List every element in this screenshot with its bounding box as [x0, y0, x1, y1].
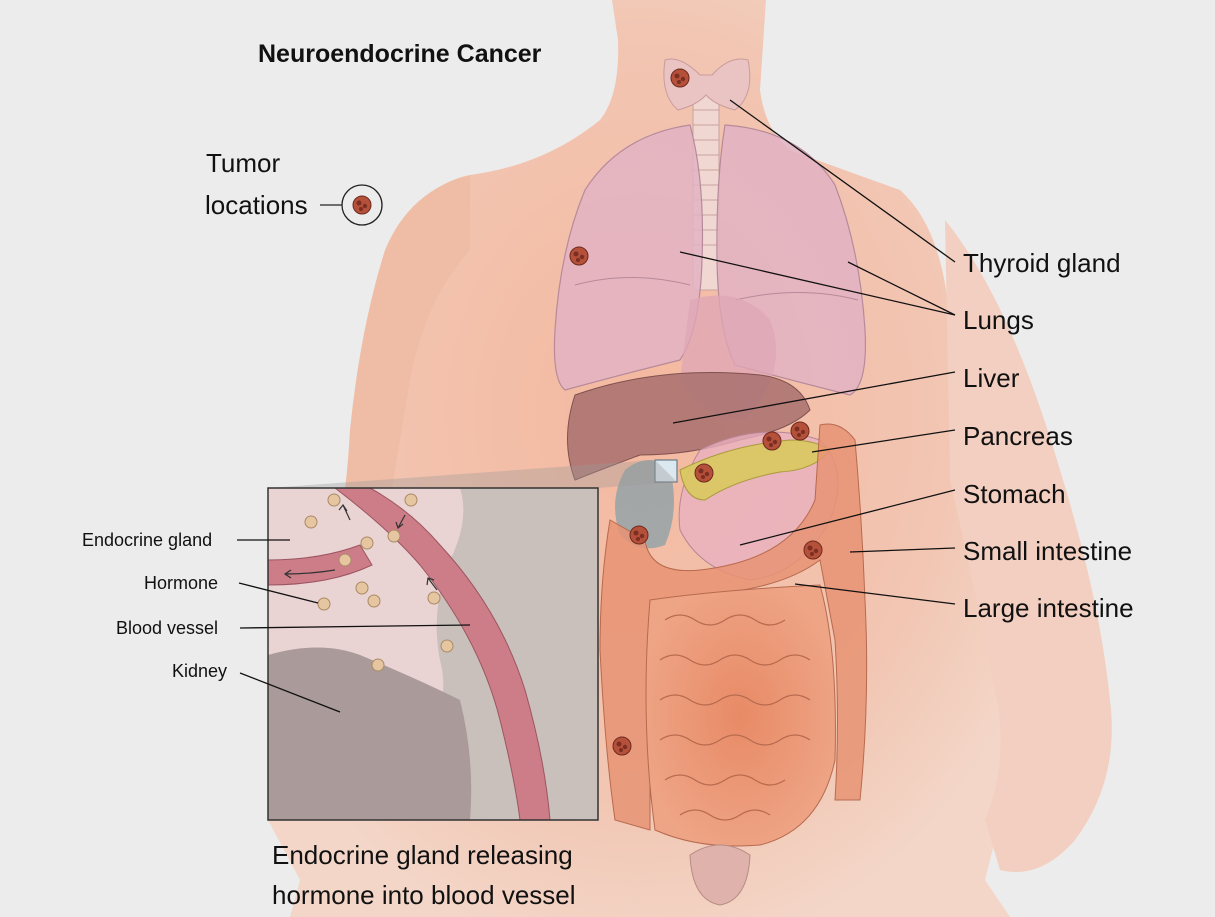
caption-line1: Endocrine gland releasing: [272, 840, 573, 871]
tumor-icon: [671, 69, 689, 87]
label-hormone: Hormone: [144, 574, 218, 592]
tumor-icon: [695, 464, 713, 482]
label-stomach: Stomach: [963, 481, 1066, 507]
small-intestine: [646, 585, 835, 846]
tumor-icon: [630, 526, 648, 544]
label-large-intestine: Large intestine: [963, 595, 1134, 621]
label-endocrine-gland: Endocrine gland: [82, 531, 212, 549]
label-kidney: Kidney: [172, 662, 227, 680]
tumor-icon: [613, 737, 631, 755]
label-blood-vessel: Blood vessel: [116, 619, 218, 637]
legend-label-line2: locations: [205, 190, 308, 221]
inset-panel: [268, 488, 598, 820]
tumor-icon: [763, 432, 781, 450]
label-small-intestine: Small intestine: [963, 538, 1132, 564]
label-lungs: Lungs: [963, 307, 1034, 333]
legend-symbol: [320, 185, 382, 225]
tumor-icon: [804, 541, 822, 559]
label-thyroid-gland: Thyroid gland: [963, 250, 1121, 276]
label-liver: Liver: [963, 365, 1019, 391]
diagram-title: Neuroendocrine Cancer: [258, 40, 541, 69]
tumor-icon: [570, 247, 588, 265]
tumor-icon: [353, 196, 371, 214]
legend-label-line1: Tumor: [206, 148, 280, 179]
tumor-icon: [791, 422, 809, 440]
caption-line2: hormone into blood vessel: [272, 880, 576, 911]
label-pancreas: Pancreas: [963, 423, 1073, 449]
